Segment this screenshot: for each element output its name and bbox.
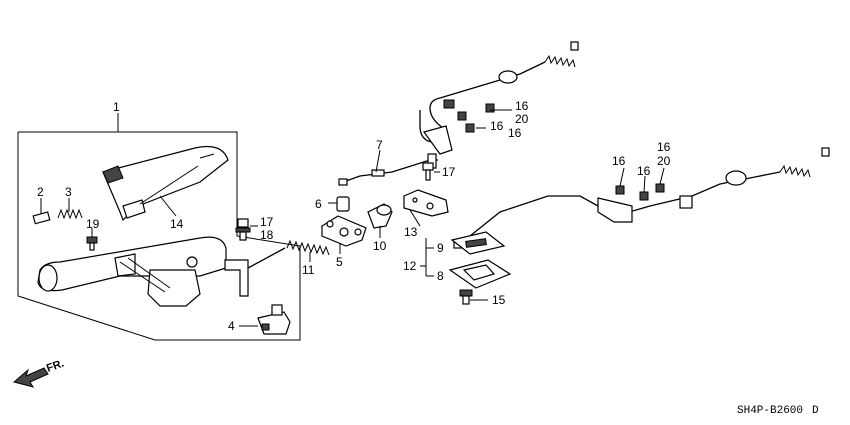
sleeve-part	[336, 196, 350, 212]
callout-16f: 16	[657, 140, 671, 154]
leader-lines	[40, 109, 665, 327]
equalizer-spring-part	[286, 239, 330, 256]
callout-11: 11	[302, 263, 315, 277]
callout-18: 18	[260, 228, 274, 242]
callout-20a: 20	[515, 112, 529, 126]
switch-part	[257, 304, 291, 335]
adjusting-nut-part	[367, 203, 393, 229]
callout-1: 1	[113, 100, 120, 114]
pin-part	[32, 211, 51, 225]
callout-4: 4	[228, 319, 235, 333]
bolt-part-15	[459, 289, 473, 305]
callout-13: 13	[404, 225, 418, 239]
equalizer-part	[321, 215, 367, 247]
callout-16e: 16	[637, 164, 651, 178]
callout-8: 8	[437, 269, 444, 283]
right-rear-cable-part	[453, 147, 830, 249]
cover-plate-part	[450, 231, 506, 255]
callout-10: 10	[373, 239, 387, 253]
callout-20b: 20	[657, 154, 671, 168]
front-cable-part	[338, 153, 438, 186]
lever-cover-part	[102, 145, 229, 222]
callout-9: 9	[437, 241, 444, 255]
bolt-part-17-18	[235, 218, 251, 241]
parking-brake-lever	[37, 236, 286, 307]
cable-bracket-part	[403, 189, 449, 217]
callout-12: 12	[403, 259, 417, 273]
callout-7: 7	[376, 138, 383, 152]
callout-5: 5	[336, 255, 343, 269]
callout-16c: 16	[508, 126, 522, 140]
callout-19: 19	[86, 217, 100, 231]
bolt-part-17b	[422, 162, 434, 181]
callout-16b: 16	[490, 119, 504, 133]
left-rear-cable-part	[419, 41, 579, 155]
diagram-code: SH4P-B2600	[737, 405, 803, 417]
callout-17a: 17	[260, 215, 274, 229]
boot-plate-part	[448, 259, 512, 289]
diagram-code-suffix: D	[812, 405, 819, 417]
callout-3: 3	[65, 185, 72, 199]
callout-16a: 16	[515, 99, 529, 113]
callout-17b: 17	[442, 165, 456, 179]
assembly-outline	[17, 113, 301, 341]
callout-6: 6	[315, 197, 322, 211]
front-arrow-icon: FR.	[12, 357, 66, 388]
callouts: 1 2 3 19 14 4 17 18 11 5 6 7 10 17 13 9 …	[37, 99, 671, 333]
front-arrow-label: FR.	[45, 357, 66, 374]
bolt-part-19	[86, 236, 98, 251]
callout-15: 15	[492, 293, 506, 307]
spring-part	[57, 208, 83, 220]
callout-2: 2	[37, 185, 44, 199]
callout-14: 14	[170, 217, 184, 231]
callout-16d: 16	[612, 154, 626, 168]
